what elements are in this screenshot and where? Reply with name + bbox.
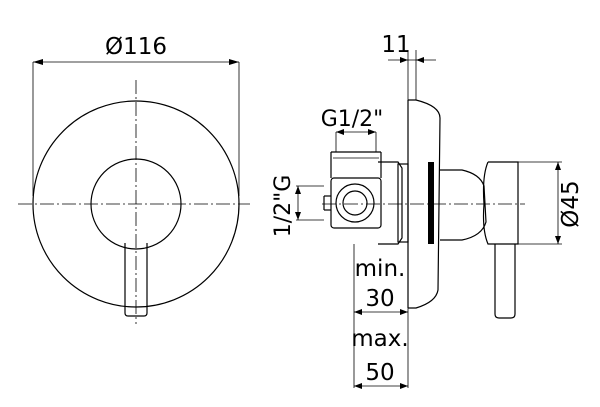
plate-thickness-arrow-right xyxy=(416,57,424,63)
front-diameter-arrow-left xyxy=(33,59,43,65)
inlet-thread-arrow-top xyxy=(295,186,301,194)
outlet-thread-label: G1/2" xyxy=(321,107,384,132)
front-diameter-label: Ø116 xyxy=(105,34,167,60)
front-diameter-arrow-right xyxy=(229,59,239,65)
side-valve-body xyxy=(378,161,403,245)
wall-min-value: 30 xyxy=(365,286,394,312)
wall-min-label: min. xyxy=(355,256,406,282)
wall-min-arrow-right xyxy=(400,309,408,315)
side-valve-collar xyxy=(397,163,409,243)
side-view: G1/2" 1/2"G Ø45 11 xyxy=(271,32,584,389)
plate-thickness-label: 11 xyxy=(381,32,410,58)
wall-max-arrow-right xyxy=(400,383,408,389)
front-lever-handle xyxy=(124,243,148,317)
body-diameter-arrow-top xyxy=(555,162,561,170)
side-inlet-port-outer xyxy=(335,183,375,223)
side-plate-seal xyxy=(428,162,434,244)
wall-max-value: 50 xyxy=(365,360,394,386)
side-knob-housing xyxy=(440,169,487,241)
outlet-thread-arrow-right xyxy=(368,129,376,135)
side-inlet-housing xyxy=(330,177,382,229)
side-inlet-port-inner xyxy=(342,190,368,216)
wall-max-label: max. xyxy=(351,326,408,352)
body-diameter-arrow-bottom xyxy=(555,236,561,244)
body-diameter-label: Ø45 xyxy=(558,180,584,227)
side-lever-handle xyxy=(494,244,516,319)
wall-max-arrow-left xyxy=(354,383,362,389)
wall-min-arrow-left xyxy=(354,309,362,315)
outlet-thread-arrow-left xyxy=(336,129,344,135)
inlet-thread-label: 1/2"G xyxy=(271,175,296,238)
plate-thickness-arrow-left xyxy=(400,57,408,63)
side-knob-body xyxy=(482,161,519,245)
front-view: Ø116 xyxy=(18,34,250,324)
inlet-thread-arrow-bottom xyxy=(295,212,301,220)
side-outlet-stub xyxy=(330,151,382,178)
